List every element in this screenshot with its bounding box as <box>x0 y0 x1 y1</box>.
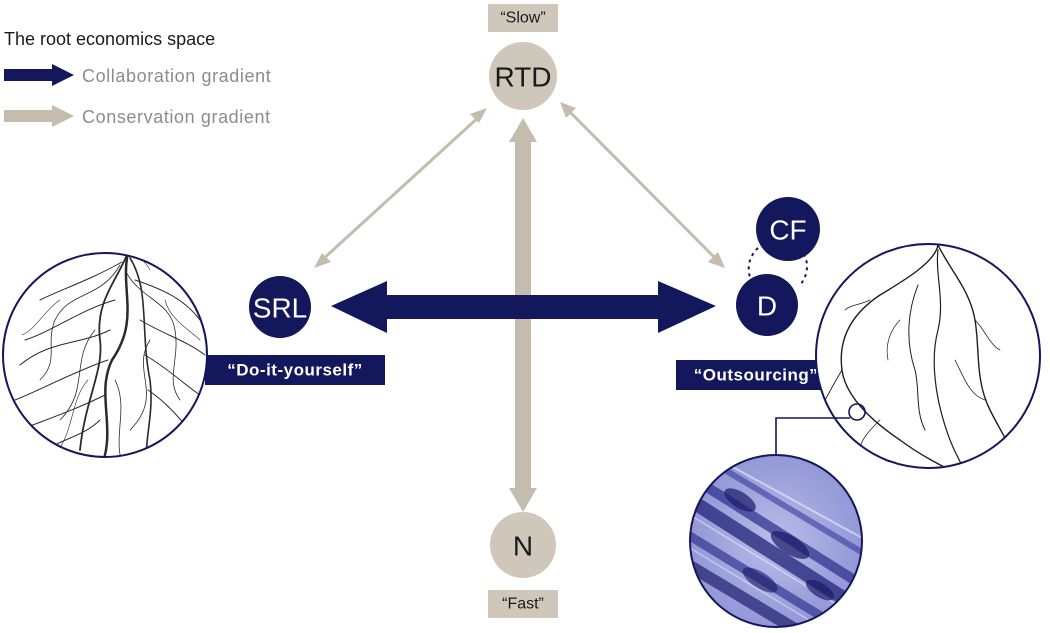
legend-item-conservation: Conservation gradient <box>4 105 271 127</box>
node-n-label: N <box>513 531 533 562</box>
node-rtd: RTD <box>489 42 557 110</box>
tag-fast-label: “Fast” <box>502 596 544 613</box>
node-srl: SRL <box>249 276 311 338</box>
cf-d-dotted-connector <box>747 247 808 286</box>
tag-fast: “Fast” <box>488 590 558 618</box>
zoom-connector <box>775 403 866 456</box>
beige-arrow-icon <box>4 105 74 127</box>
tag-outsourcing: “Outsourcing” <box>676 360 836 390</box>
legend-label-conservation: Conservation gradient <box>82 107 271 127</box>
node-cf: CF <box>756 197 820 261</box>
root-image-dense <box>2 252 208 458</box>
diagonal-arrow-right <box>560 102 725 268</box>
tag-do-it-yourself: “Do-it-yourself” <box>205 355 385 385</box>
tag-diy-label: “Do-it-yourself” <box>227 361 363 380</box>
legend-item-collaboration: Collaboration gradient <box>4 64 271 86</box>
node-cf-label: CF <box>769 215 806 246</box>
navy-arrow-icon <box>4 64 74 86</box>
legend: The root economics space Collaboration g… <box>4 29 271 127</box>
node-srl-label: SRL <box>253 293 307 324</box>
root-image-sparse <box>815 243 1041 469</box>
legend-title: The root economics space <box>4 29 215 49</box>
node-rtd-label: RTD <box>494 62 551 93</box>
collaboration-gradient-arrow <box>331 281 716 333</box>
legend-label-collaboration: Collaboration gradient <box>82 66 271 86</box>
node-d: D <box>736 274 798 336</box>
tag-outsourcing-label: “Outsourcing” <box>694 366 819 385</box>
mycorrhiza-micrograph <box>689 454 863 628</box>
tag-slow: “Slow” <box>488 4 558 32</box>
diagonal-arrow-left <box>314 108 487 268</box>
tag-slow-label: “Slow” <box>500 10 545 27</box>
node-d-label: D <box>757 291 777 322</box>
node-n: N <box>490 512 556 578</box>
